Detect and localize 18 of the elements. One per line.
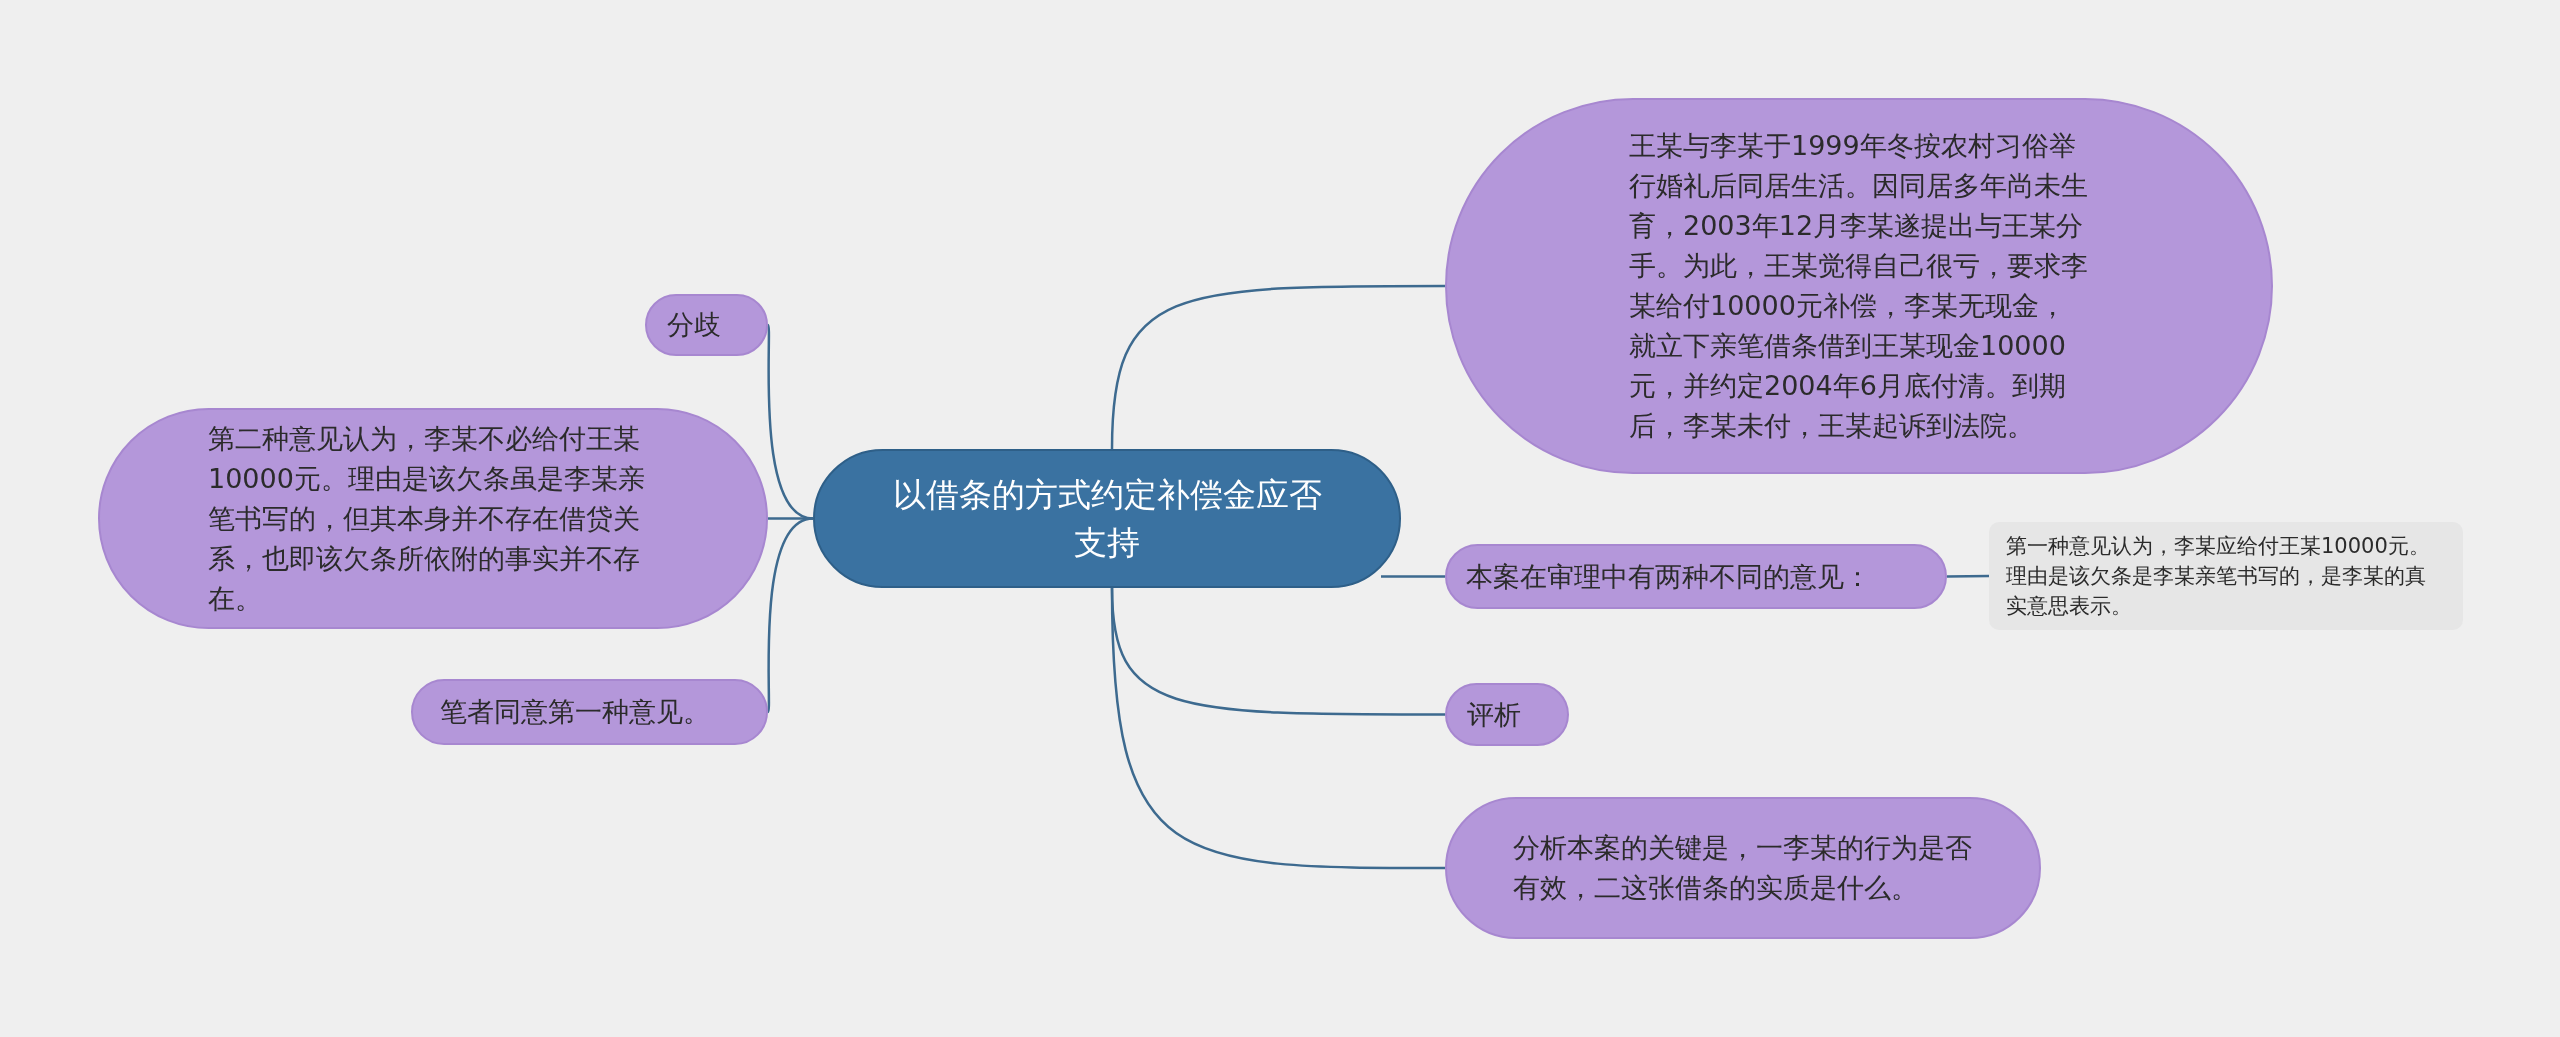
topic-bubble <box>645 294 768 356</box>
node-text: 王某与李某于1999年冬按农村习俗举行婚礼后同居生活。因同居多年尚未生育，2003年12月李某遂提出与王某分手。为此，王某觉得自己很亏，要求李某给付10000元补偿，李某无现金，就立下亲笔借条借到王某现金10000元，并约定2004年6月底付清。到期后，李某未付，王某起诉到法院。 <box>1629 129 2089 443</box>
node-text: 第一种意见认为，李某应给付王某10000元。理由是该欠条是李某亲笔书写的，是李某的真实意思表示。 <box>2006 533 2431 620</box>
topic-bubble <box>411 679 768 745</box>
node-text: 以借条的方式约定补偿金应否支持 <box>891 473 1323 564</box>
connector-line <box>1947 574 1989 578</box>
node-text: 分歧 <box>666 308 722 342</box>
node-text: 第二种意见认为，李某不必给付王某10000元。理由是该欠条虽是李某亲笔书写的，但其本身并不存在借贷关系，也即该欠条所依附的事实并不存在。 <box>208 421 646 616</box>
connector-line <box>766 517 814 713</box>
node-text: 本案在审理中有两种不同的意见： <box>1466 559 1872 594</box>
note-card <box>1989 522 2463 630</box>
node-text: 分析本案的关键是，一李某的行为是否有效，二这张借条的实质是什么。 <box>1513 831 1973 905</box>
connector-line <box>1110 587 1445 870</box>
node-text: 笔者同意第一种意见。 <box>439 695 711 729</box>
connector-line <box>1110 284 1445 450</box>
connector-line <box>1381 575 1445 578</box>
topic-bubble <box>98 408 768 629</box>
node-text: 评析 <box>1467 697 1522 732</box>
